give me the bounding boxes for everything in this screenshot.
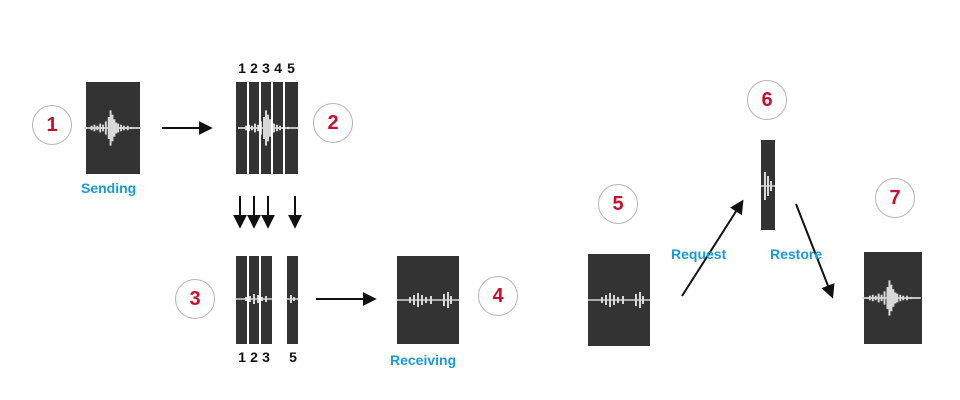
arrow-5-to-6 [681,199,744,297]
split-segment-label-2: 2 [250,60,258,76]
restore-caption: Restore [770,246,823,262]
request-caption: Request [671,246,727,262]
waveform-panel-restored [860,252,922,344]
step-4-circle: 4 [478,276,518,316]
received-segment-label-5: 5 [289,349,297,365]
waveform-panel-sending [82,82,143,174]
received-segment-label-1: 1 [238,349,246,365]
step-2-circle: 2 [313,103,353,143]
waveform-panel-gap [588,254,650,346]
step-3-circle: 3 [175,279,215,319]
step-5-circle: 5 [598,184,638,224]
step-7-circle: 7 [875,178,915,218]
split-segment-label-1: 1 [238,60,246,76]
waveform-panel-received-segments [236,256,298,344]
received-segment-label-3: 3 [262,349,270,365]
split-segment-label-3: 3 [262,60,270,76]
receiving-caption: Receiving [390,352,457,368]
split-segment-label-4: 4 [274,60,282,76]
received-segment-label-2: 2 [250,349,258,365]
waveform-panel-receiving [397,256,459,344]
arrow-6-to-7 [795,203,835,299]
waveform-panel-split [236,82,300,174]
waveform-panel-requested-segment [761,140,775,230]
sending-caption: Sending [81,180,137,196]
split-segment-label-5: 5 [287,60,295,76]
step-6-circle: 6 [747,80,787,120]
step-1-circle: 1 [32,105,72,145]
